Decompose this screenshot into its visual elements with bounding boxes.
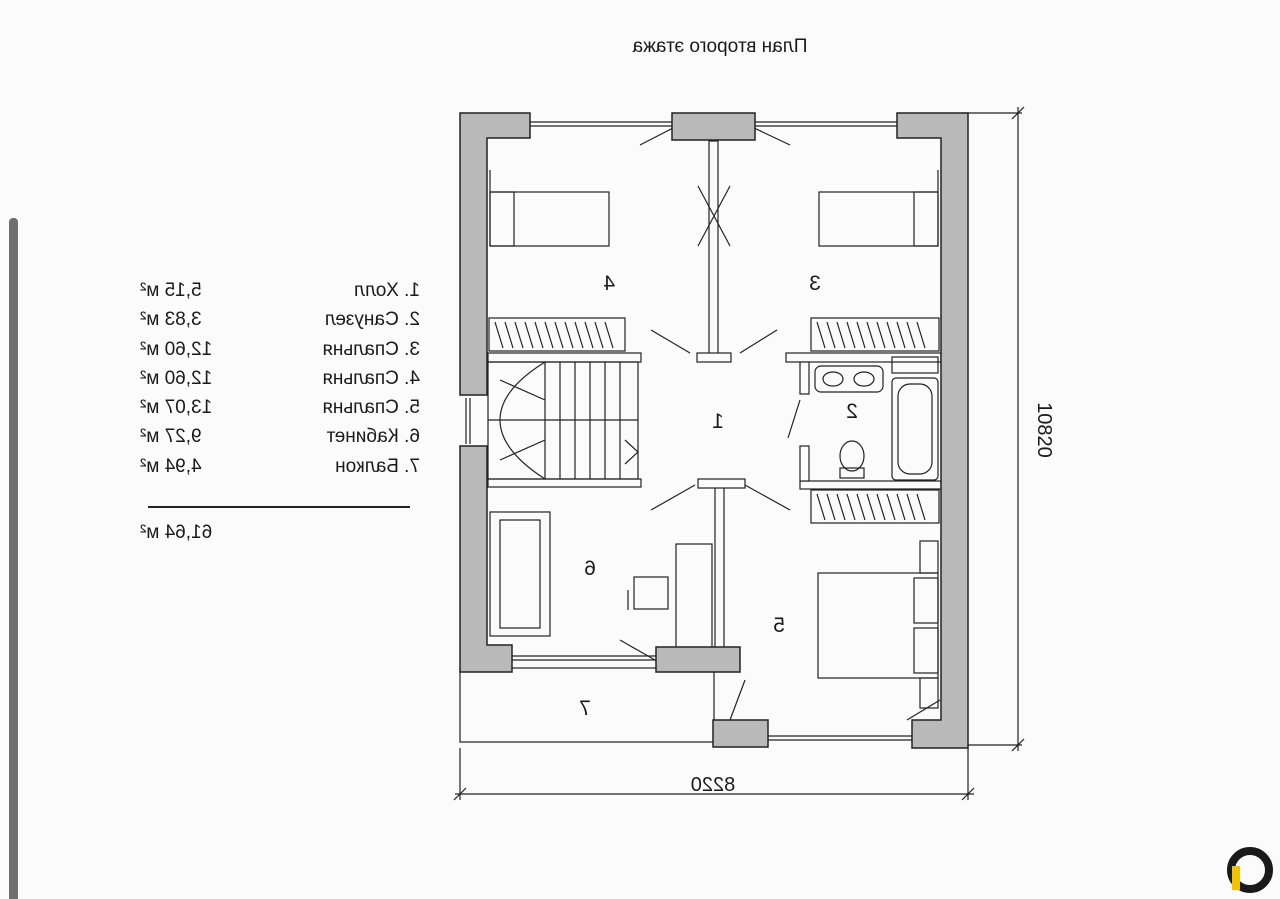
window-swing	[906, 699, 941, 721]
sink-basin	[853, 371, 875, 387]
double-bed	[817, 572, 939, 679]
room-number: 7	[579, 697, 591, 720]
wardrobe-hatch	[816, 321, 926, 349]
room-number: 3	[809, 272, 821, 295]
room-number: 1	[712, 410, 724, 433]
dimension-height-label: 10820	[1033, 402, 1055, 458]
wardrobe-cross	[697, 185, 731, 247]
bed	[489, 191, 610, 247]
exterior-wall	[459, 445, 513, 673]
partition-wall	[799, 361, 810, 395]
window-swing	[751, 126, 791, 146]
stair-direction-arrow	[624, 439, 639, 465]
partition-wall	[487, 478, 642, 488]
partition-wall	[708, 140, 719, 362]
shelf	[891, 356, 939, 374]
wardrobe	[810, 317, 940, 352]
pillow	[489, 191, 515, 247]
partition-wall	[799, 445, 810, 482]
door-leaf	[739, 329, 778, 354]
bathtub-inner	[897, 383, 933, 475]
scrollbar[interactable]	[9, 218, 18, 899]
room-number: 6	[584, 557, 596, 580]
office-chair	[633, 576, 669, 610]
nightstand	[919, 540, 939, 574]
wardrobe	[488, 317, 626, 352]
door-leaf	[787, 399, 801, 439]
stair-step	[499, 379, 546, 401]
partition-wall	[714, 480, 725, 650]
door-leaf	[650, 484, 696, 511]
door-leaf	[744, 484, 791, 511]
room-number: 2	[846, 400, 858, 423]
toilet	[839, 440, 865, 472]
sofa	[489, 511, 551, 637]
desk	[675, 543, 713, 649]
room-number: 4	[603, 272, 615, 295]
sofa-seat	[499, 519, 541, 629]
dimension-tick	[453, 787, 467, 801]
exterior-wall	[459, 112, 531, 396]
window-swing	[639, 126, 676, 146]
sink-basin	[822, 371, 844, 387]
exterior-wall-pier	[655, 646, 741, 673]
stair-step	[499, 439, 546, 461]
pillow	[913, 577, 939, 624]
bed	[818, 191, 939, 247]
exterior-wall-pier	[671, 112, 756, 141]
balcony-outline	[459, 667, 715, 743]
bathtub	[891, 377, 939, 481]
dimension-tick	[1011, 738, 1025, 752]
door-leaf	[650, 329, 691, 354]
double-sink	[814, 365, 884, 393]
legend-divider	[148, 506, 410, 508]
pillow	[913, 191, 939, 247]
nightstand	[919, 677, 939, 709]
partition-wall	[696, 352, 732, 363]
exterior-wall-pier	[712, 719, 769, 748]
wardrobe-hatch	[816, 493, 926, 521]
wardrobe-hatch	[494, 321, 614, 349]
dimension-tick	[961, 787, 975, 801]
toilet-tank	[839, 467, 865, 479]
partition-wall	[697, 478, 746, 489]
dimension-tick	[1011, 106, 1025, 120]
partition-wall	[487, 352, 642, 363]
door-leaf	[619, 639, 656, 661]
room-number: 5	[773, 614, 785, 637]
brand-logo	[1227, 847, 1273, 893]
door-leaf	[729, 679, 746, 721]
partition-wall	[799, 480, 942, 490]
pillow	[913, 627, 939, 674]
dimension-width-label: 8220	[691, 774, 736, 796]
wardrobe	[810, 489, 940, 524]
exterior-wall	[896, 112, 969, 749]
